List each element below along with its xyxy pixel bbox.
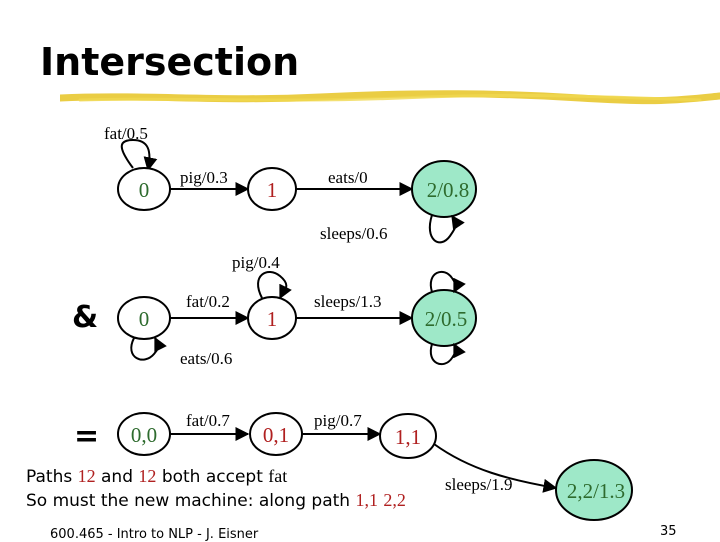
equals-operator: = [74, 419, 99, 454]
caption-line-1: Paths 12 and 12 both accept fat [26, 466, 287, 487]
machine-a-arc-label: pig/0.3 [180, 168, 228, 187]
machine-c-state-label: 2,2/1.3 [567, 479, 625, 503]
machine-b-final-loop-bottom [429, 342, 466, 366]
machine-b-arc-pig-loop [257, 270, 292, 300]
machine-c-arc-label: fat/0.7 [186, 411, 230, 430]
machine-b-state-label: 0 [139, 307, 150, 331]
machine-b: & pig/0.4 0 fat/0.2 1 sleeps/1.3 2/0.5 e… [72, 253, 477, 368]
machine-a-arc-label: eats/0 [328, 168, 368, 187]
path-number: 1,1 [355, 490, 378, 510]
machine-b-arc-label: pig/0.4 [232, 253, 280, 272]
machine-c-state-label: 0,0 [131, 423, 157, 447]
machine-c-arc-label: sleeps/1.9 [445, 475, 513, 494]
intersect-operator: & [72, 300, 98, 335]
machine-a: fat/0.5 0 pig/0.3 1 eats/0 2/0.8 sleeps/… [104, 124, 477, 244]
caption-text: both accept [161, 467, 263, 487]
machine-b-arc-eats-loop [130, 336, 167, 361]
title-underline [60, 90, 720, 105]
caption-text: Paths [26, 467, 73, 487]
machine-c-final-state [555, 459, 633, 521]
machine-a-state-label: 0 [139, 178, 150, 202]
caption-line-2: So must the new machine: along path 1,1 … [26, 490, 406, 511]
machine-a-state-label: 2/0.8 [427, 178, 470, 202]
machine-b-final-state [411, 289, 477, 347]
machine-b-arc-label: fat/0.2 [186, 292, 230, 311]
machine-a-arc-label: fat/0.5 [104, 124, 148, 143]
machine-b-state-label: 2/0.5 [425, 307, 468, 331]
machine-b-arc-label: sleeps/1.3 [314, 292, 382, 311]
path-number: 2,2 [383, 490, 406, 510]
path-number: 12 [77, 466, 96, 486]
machine-c-state-label: 0,1 [263, 423, 289, 447]
caption-text: So must the new machine: along path [26, 491, 351, 511]
machine-a-arc-sleeps-loop [429, 214, 465, 244]
machine-a-state-label: 1 [267, 178, 278, 202]
machine-b-arc-label: eats/0.6 [180, 349, 232, 368]
caption-word: fat [268, 466, 288, 486]
machine-a-arc-label: sleeps/0.6 [320, 224, 388, 243]
machine-b-state-label: 1 [267, 307, 278, 331]
machine-b-final-loop-top [429, 270, 466, 294]
machine-c: = 0,0 fat/0.7 0,1 pig/0.7 1,1 sleeps/1.9… [74, 411, 633, 521]
slide-title: Intersection [40, 40, 300, 84]
path-number: 12 [138, 466, 157, 486]
machine-c-arc-label: pig/0.7 [314, 411, 362, 430]
caption-text: and [101, 467, 133, 487]
machine-c-state-label: 1,1 [395, 425, 421, 449]
machine-a-final-state [411, 160, 477, 218]
machine-c-arc-sleeps [433, 443, 558, 493]
machine-c-state [379, 413, 437, 459]
machine-a-arc-fat-loop [120, 138, 158, 172]
slide-footer: 600.465 - Intro to NLP - J. Eisner [50, 527, 259, 542]
page-number: 35 [660, 524, 677, 539]
